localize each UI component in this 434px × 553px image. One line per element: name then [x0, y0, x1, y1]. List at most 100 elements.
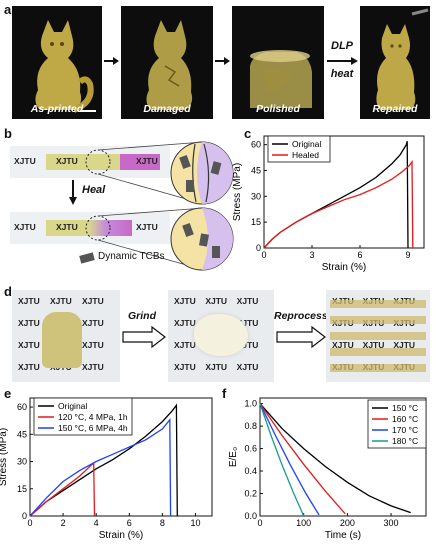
legend-label: 120 °C, 4 MPa, 1h — [58, 412, 128, 422]
xjtu-mark: XJTU — [236, 318, 259, 328]
y-tick-label: 60 — [17, 402, 27, 412]
xjtu-mark: XJTU — [82, 340, 104, 350]
arrow-right-icon — [215, 57, 230, 65]
series-line-1 — [263, 159, 414, 249]
legend-label: Original — [292, 139, 321, 149]
y-tick-label: 0.6 — [244, 444, 257, 454]
caption-as-printed: As-printed — [30, 103, 84, 115]
y-tick-label: 0.8 — [244, 421, 257, 431]
y-tick-label: 60 — [251, 140, 261, 150]
fox-repaired-icon — [376, 8, 429, 110]
reprocessed-dogbone — [330, 332, 426, 340]
xjtu-mark: XJTU — [82, 296, 104, 306]
arrow-right-icon — [327, 57, 358, 65]
panel-label-a: a — [4, 2, 12, 17]
series-line-3 — [259, 403, 305, 517]
scale-bar — [80, 110, 96, 112]
x-axis-label: Strain (%) — [99, 530, 143, 541]
fox-damaged-icon — [146, 20, 193, 110]
x-axis-label: Time (s) — [325, 530, 361, 541]
xjtu-mark: XJTU — [18, 296, 40, 306]
caption-damaged: Damaged — [143, 103, 191, 115]
tcb-legend-label: Dynamic TCBs — [98, 251, 165, 262]
powder-icon — [194, 314, 248, 356]
photo-as-printed: As-printed — [12, 6, 102, 119]
legend-label: 180 °C — [392, 436, 418, 446]
xjtu-mark: XJTU — [332, 340, 354, 350]
xjtu-mark: XJTU — [136, 156, 158, 166]
xjtu-mark: XJTU — [136, 222, 158, 232]
xjtu-sheet-reprocessed: XJTUXJTUXJTUXJTUXJTUXJTUXJTUXJTUXJTUXJTU… — [326, 290, 430, 382]
fox-sculpture-icon — [35, 20, 94, 113]
y-axis-label: E/E₀ — [228, 447, 239, 467]
x-tick-label: 6 — [357, 250, 362, 260]
y-tick-label: 45 — [17, 429, 27, 439]
legend-label: Healed — [292, 150, 319, 160]
xjtu-mark: XJTU — [205, 296, 228, 306]
xjtu-mark: XJTU — [174, 296, 196, 306]
dogbone-original: XJTU XJTU XJTU — [10, 146, 170, 178]
hollow-arrow-icon — [122, 326, 166, 348]
xjtu-mark: XJTU — [174, 318, 196, 328]
y-tick-label: 0.2 — [244, 489, 257, 499]
x-tick-label: 8 — [160, 518, 165, 528]
series-line-0 — [259, 403, 411, 514]
legend-label: Original — [58, 401, 87, 411]
legend-box — [267, 135, 331, 163]
fox-polished-icon — [250, 50, 312, 108]
x-tick-label: 100 — [296, 518, 311, 528]
x-axis-label: Strain (%) — [322, 262, 366, 273]
legend-label: 150 °C — [392, 403, 418, 413]
xjtu-mark: XJTU — [82, 318, 104, 328]
photo-polished: Polished — [232, 6, 324, 119]
panel-label-f: f — [222, 386, 227, 401]
xjtu-mark: XJTU — [56, 156, 78, 166]
y-tick-label: 0.0 — [244, 511, 257, 521]
y-tick-label: 1.0 — [244, 399, 257, 409]
y-axis-label: Stress (MPa) — [232, 163, 243, 221]
series-line-1 — [29, 462, 96, 517]
reprocess-label: Reprocess — [274, 310, 328, 322]
panel-label-d: d — [4, 284, 12, 299]
x-tick-label: 3 — [309, 250, 314, 260]
process-dlp: DLP — [331, 40, 353, 52]
y-tick-label: 0 — [22, 511, 27, 521]
legend-label: 160 °C — [392, 414, 418, 424]
legend-label: 170 °C — [392, 425, 418, 435]
xjtu-mark: XJTU — [18, 340, 40, 350]
xjtu-mark: XJTU — [362, 340, 385, 350]
x-tick-label: 0 — [261, 250, 266, 260]
y-tick-label: 0.4 — [244, 466, 257, 476]
caption-repaired: Repaired — [372, 103, 418, 115]
xjtu-mark: XJTU — [14, 222, 36, 232]
panel-label-b: b — [4, 126, 12, 141]
xjtu-mark: XJTU — [56, 222, 78, 232]
xjtu-mark: XJTU — [236, 362, 259, 372]
fox-piece-icon — [42, 312, 82, 368]
xjtu-mark: XJTU — [14, 156, 36, 166]
y-tick-label: 15 — [17, 484, 27, 494]
xjtu-mark: XJTU — [393, 340, 416, 350]
panel-label-c: c — [244, 126, 252, 141]
reprocessed-dogbone — [330, 300, 426, 308]
reprocessed-dogbone — [330, 348, 426, 356]
xjtu-mark: XJTU — [205, 362, 228, 372]
xjtu-mark: XJTU — [82, 362, 104, 372]
x-tick-label: 10 — [190, 518, 200, 528]
dogbone-healed: XJTU XJTU XJTU — [10, 212, 170, 244]
y-tick-label: 30 — [251, 191, 261, 201]
photo-repaired: Repaired — [360, 6, 430, 119]
grind-label: Grind — [128, 310, 156, 322]
x-tick-label: 0 — [27, 518, 32, 528]
panel-label-e: e — [4, 386, 12, 401]
caption-polished: Polished — [256, 103, 300, 115]
x-tick-label: 6 — [127, 518, 132, 528]
plot-frame — [263, 135, 425, 249]
reprocessed-dogbone — [330, 316, 426, 324]
reprocessed-dogbone — [330, 364, 426, 372]
x-tick-label: 9 — [405, 250, 410, 260]
y-tick-label: 30 — [17, 457, 27, 467]
xjtu-mark: XJTU — [50, 296, 72, 306]
